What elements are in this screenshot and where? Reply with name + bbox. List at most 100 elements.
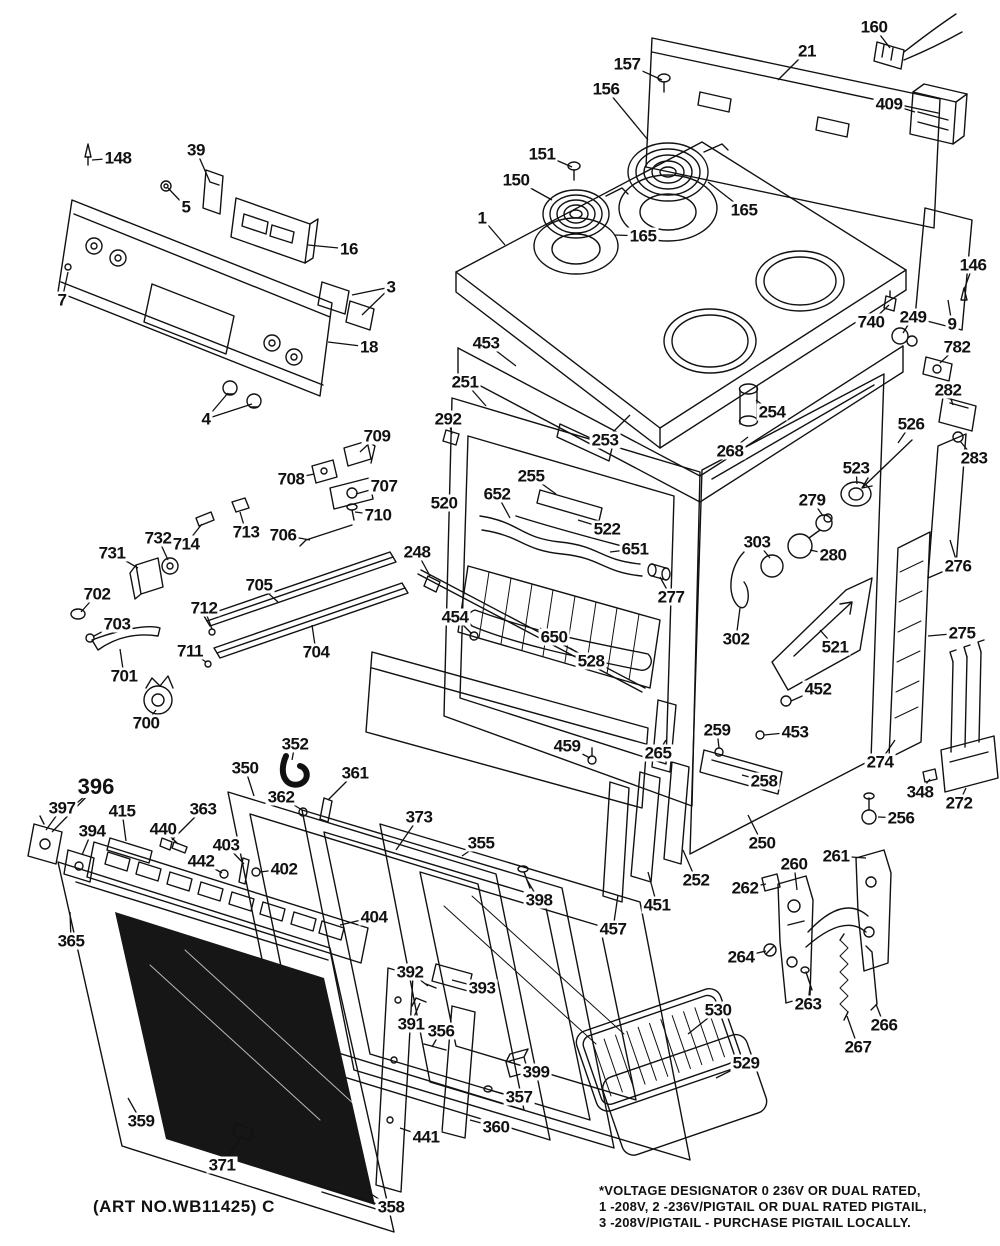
part-label-529: 529 [730, 1053, 762, 1073]
part-label-700: 700 [130, 713, 162, 733]
part-label-7: 7 [55, 290, 69, 310]
part-label-712: 712 [188, 598, 220, 618]
part-label-250: 250 [746, 833, 778, 853]
part-label-441: 441 [410, 1127, 442, 1147]
part-label-702: 702 [81, 584, 113, 604]
part-label-268: 268 [714, 441, 746, 461]
part-label-256: 256 [885, 808, 917, 828]
part-label-255: 255 [515, 466, 547, 486]
part-label-398: 398 [523, 890, 555, 910]
part-label-280: 280 [817, 545, 849, 565]
part-label-259: 259 [701, 720, 733, 740]
part-label-165: 165 [627, 226, 659, 246]
part-label-652: 652 [481, 484, 513, 504]
part-label-651: 651 [619, 539, 651, 559]
part-label-251: 251 [449, 372, 481, 392]
part-label-146: 146 [957, 255, 989, 275]
part-label-526: 526 [895, 414, 927, 434]
door-assembly [27, 753, 691, 1233]
part-label-148: 148 [102, 148, 134, 168]
part-label-709: 709 [361, 426, 393, 446]
part-label-701: 701 [108, 666, 140, 686]
part-label-258: 258 [748, 771, 780, 791]
part-label-5: 5 [179, 197, 193, 217]
part-label-363: 363 [187, 799, 219, 819]
part-label-358: 358 [375, 1197, 407, 1217]
part-label-277: 277 [655, 587, 687, 607]
part-label-254: 254 [756, 402, 788, 422]
part-label-303: 303 [741, 532, 773, 552]
part-label-276: 276 [942, 556, 974, 576]
part-label-520: 520 [428, 493, 460, 513]
part-label-156: 156 [590, 79, 622, 99]
part-label-264: 264 [725, 947, 757, 967]
part-label-355: 355 [465, 833, 497, 853]
part-label-365: 365 [55, 931, 87, 951]
part-label-252: 252 [680, 870, 712, 890]
part-label-371: 371 [206, 1155, 238, 1175]
part-label-409: 409 [873, 94, 905, 114]
part-label-396: 396 [75, 774, 117, 799]
part-label-267: 267 [842, 1037, 874, 1057]
part-label-151: 151 [526, 144, 558, 164]
part-label-392: 392 [394, 962, 426, 982]
part-label-394: 394 [76, 821, 108, 841]
part-label-253: 253 [589, 430, 621, 450]
part-label-415: 415 [106, 801, 138, 821]
part-label-528: 528 [575, 651, 607, 671]
part-label-302: 302 [720, 629, 752, 649]
part-label-160: 160 [858, 17, 890, 37]
part-label-404: 404 [358, 907, 390, 927]
part-label-157: 157 [611, 54, 643, 74]
part-label-362: 362 [265, 787, 297, 807]
part-label-21: 21 [796, 41, 818, 61]
part-label-521: 521 [819, 637, 851, 657]
part-label-373: 373 [403, 807, 435, 827]
part-label-704: 704 [300, 642, 332, 662]
part-label-740: 740 [855, 312, 887, 332]
part-label-9: 9 [945, 314, 959, 334]
voltage-note-line-3: 3 -208V/PIGTAIL - PURCHASE PIGTAIL LOCAL… [599, 1215, 911, 1230]
part-label-782: 782 [941, 337, 973, 357]
part-label-3: 3 [384, 277, 398, 297]
part-label-403: 403 [210, 835, 242, 855]
drawer-slide-hardware [70, 429, 646, 715]
door-hinge-hardware [761, 849, 892, 1021]
part-label-274: 274 [864, 752, 896, 772]
part-label-357: 357 [503, 1087, 535, 1107]
part-label-703: 703 [101, 614, 133, 634]
voltage-designator-note: *VOLTAGE DESIGNATOR 0 236V OR DUAL RATED… [599, 1183, 927, 1231]
part-label-708: 708 [275, 469, 307, 489]
part-label-249: 249 [897, 307, 929, 327]
part-label-360: 360 [480, 1117, 512, 1137]
part-label-706: 706 [267, 525, 299, 545]
part-label-359: 359 [125, 1111, 157, 1131]
part-label-459: 459 [551, 736, 583, 756]
part-label-393: 393 [466, 978, 498, 998]
part-label-261: 261 [820, 846, 852, 866]
part-label-1: 1 [475, 208, 489, 228]
voltage-note-line-2: 1 -208V, 2 -236V/PIGTAIL OR DUAL RATED P… [599, 1199, 927, 1214]
part-label-454: 454 [439, 607, 471, 627]
part-label-522: 522 [591, 519, 623, 539]
voltage-note-line-1: *VOLTAGE DESIGNATOR 0 236V OR DUAL RATED… [599, 1183, 921, 1198]
part-label-283: 283 [958, 448, 990, 468]
part-label-18: 18 [358, 337, 380, 357]
part-label-452: 452 [802, 679, 834, 699]
part-label-402: 402 [268, 859, 300, 879]
part-label-453: 453 [779, 722, 811, 742]
part-label-275: 275 [946, 623, 978, 643]
part-label-707: 707 [368, 476, 400, 496]
part-label-453: 453 [470, 333, 502, 353]
part-label-39: 39 [185, 140, 207, 160]
part-label-714: 714 [170, 534, 202, 554]
part-label-266: 266 [868, 1015, 900, 1035]
part-label-4: 4 [199, 409, 213, 429]
part-label-16: 16 [338, 239, 360, 259]
part-label-732: 732 [142, 528, 174, 548]
part-label-705: 705 [243, 575, 275, 595]
part-label-352: 352 [279, 734, 311, 754]
